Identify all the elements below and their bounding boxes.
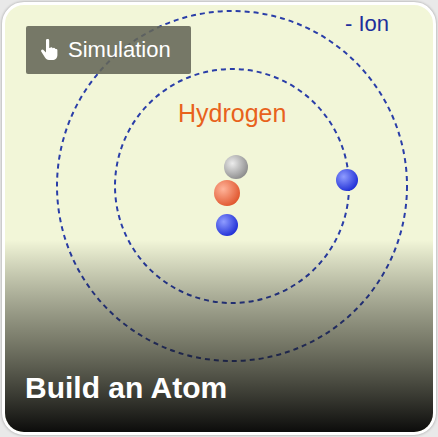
card-title: Build an Atom — [25, 371, 227, 405]
ion-label: - Ion — [345, 11, 389, 37]
badge-label: Simulation — [68, 37, 171, 63]
simulation-badge: Simulation — [26, 26, 191, 74]
hand-icon — [40, 39, 58, 61]
dark-fade — [5, 5, 433, 432]
element-name: Hydrogen — [178, 99, 286, 128]
